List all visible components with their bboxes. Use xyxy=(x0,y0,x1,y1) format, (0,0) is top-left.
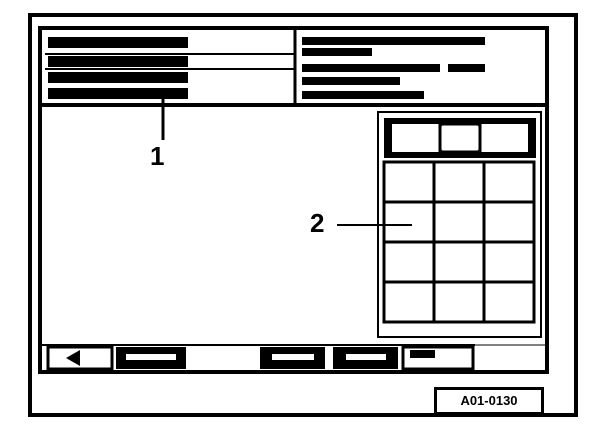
info-bar xyxy=(48,88,188,99)
softkey-bar xyxy=(40,344,547,371)
header-panel xyxy=(40,28,547,107)
keypad-display-cursor xyxy=(438,122,482,154)
info-bar xyxy=(302,64,440,72)
info-bar xyxy=(48,37,188,48)
outer-frame xyxy=(28,13,578,417)
info-bar xyxy=(302,37,485,45)
arrow-left-icon xyxy=(66,350,80,366)
info-bar xyxy=(302,48,372,56)
callout-label-1: 1 xyxy=(150,141,165,171)
info-bar xyxy=(302,77,400,85)
figure-code: A01-0130 xyxy=(434,387,544,415)
info-bar xyxy=(302,91,424,99)
info-bar xyxy=(448,64,485,72)
info-bar xyxy=(48,72,188,83)
keypad-panel xyxy=(377,111,542,338)
callout-label-2: 2 xyxy=(310,208,325,238)
info-bar xyxy=(48,56,188,67)
